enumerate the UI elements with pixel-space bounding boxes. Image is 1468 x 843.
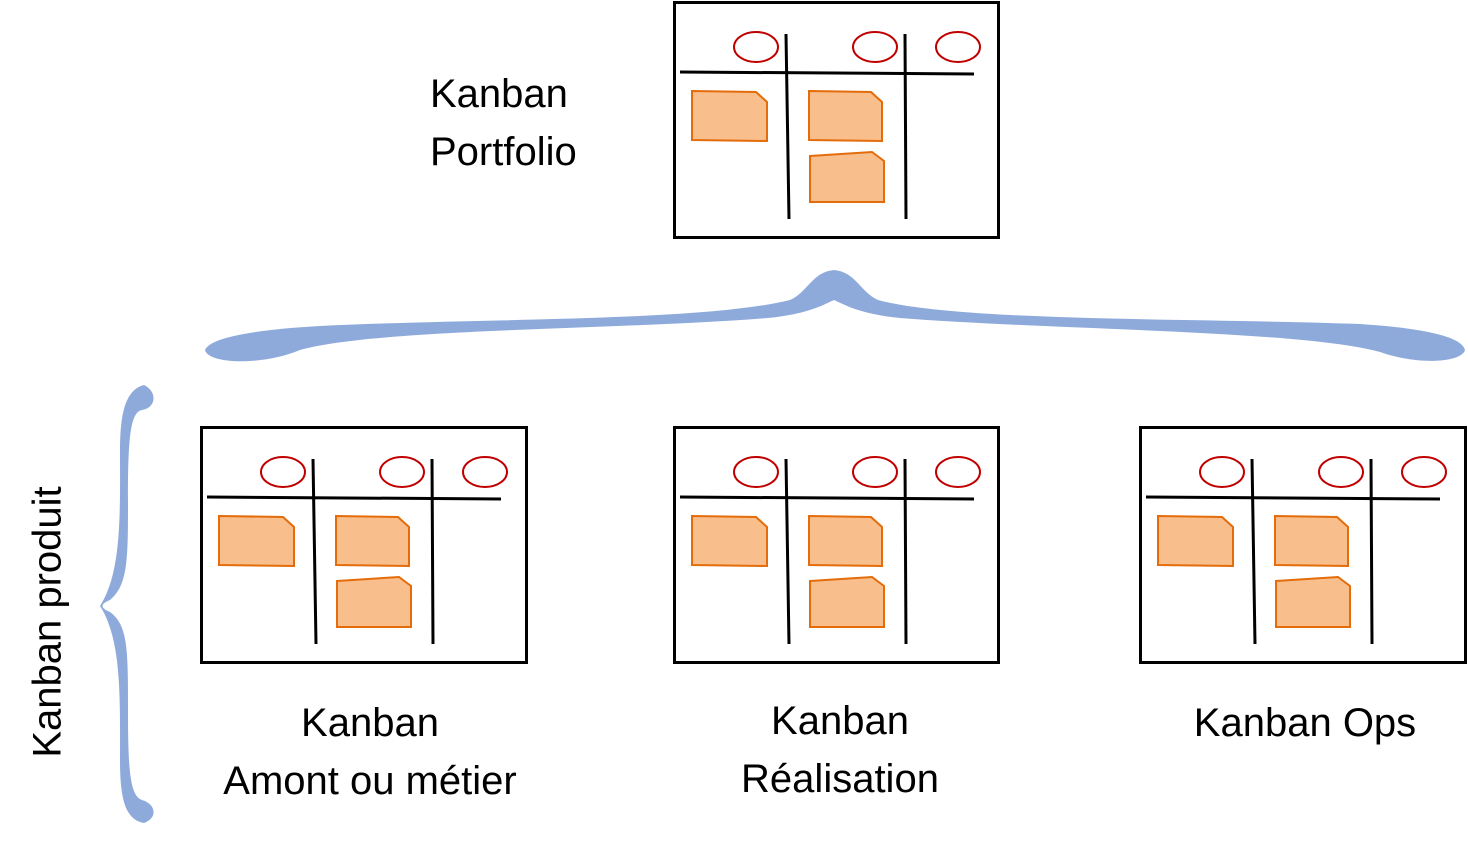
column-marker-circle	[379, 456, 425, 488]
amont-label-line2: Amont ou métier	[223, 759, 517, 803]
column-marker-circle	[1318, 456, 1364, 488]
ops-label: Kanban Ops	[1150, 694, 1460, 752]
sticky-note	[1274, 514, 1349, 568]
sticky-note	[335, 514, 410, 568]
portfolio-label-line1: Kanban	[430, 72, 568, 116]
board-drawing	[206, 456, 508, 645]
realisation-label: Kanban Réalisation	[675, 692, 1005, 808]
sticky-note	[809, 575, 885, 628]
kanban-board-amont	[200, 426, 528, 664]
column-marker-circle	[935, 456, 981, 488]
portfolio-label-line2: Portfolio	[430, 130, 577, 174]
sticky-note	[1157, 514, 1234, 568]
column-marker-circle	[462, 456, 508, 488]
column-marker-circle	[935, 31, 981, 63]
amont-label: Kanban Amont ou métier	[190, 694, 550, 810]
amont-label-line1: Kanban	[301, 701, 439, 745]
column-marker-circle	[260, 456, 306, 488]
column-marker-circle	[852, 31, 898, 63]
portfolio-label: Kanban Portfolio	[430, 65, 577, 181]
sticky-note	[691, 514, 768, 568]
column-marker-circle	[733, 456, 779, 488]
sticky-note	[1275, 575, 1351, 628]
ops-label-line1: Kanban Ops	[1193, 701, 1417, 745]
sticky-note	[218, 514, 295, 568]
sticky-note	[691, 89, 768, 143]
kanban-board-realisation	[673, 426, 1000, 664]
sticky-note	[808, 514, 883, 568]
sticky-note	[809, 150, 885, 203]
realisation-label-line2: Réalisation	[741, 757, 939, 801]
realisation-label-line1: Kanban	[771, 699, 909, 743]
column-marker-circle	[1199, 456, 1245, 488]
board-drawing	[679, 456, 981, 645]
column-marker-circle	[1401, 456, 1447, 488]
sticky-note	[336, 575, 412, 628]
sticky-note	[808, 89, 883, 143]
board-drawing	[679, 31, 981, 220]
kanban-board-ops	[1139, 426, 1467, 664]
kanban-board-portfolio	[673, 1, 1000, 239]
column-marker-circle	[852, 456, 898, 488]
side-label: Kanban produit	[25, 486, 70, 758]
board-drawing	[1145, 456, 1447, 645]
column-marker-circle	[733, 31, 779, 63]
